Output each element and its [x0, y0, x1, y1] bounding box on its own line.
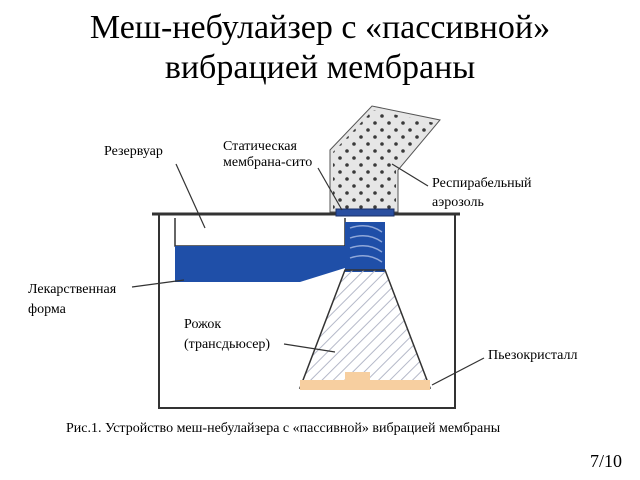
horn-transducer	[298, 269, 432, 389]
label-aerosol-line2: аэрозоль	[432, 195, 484, 210]
leader-lines	[131, 163, 485, 386]
leader-membrane	[317, 167, 343, 211]
leader-drug	[131, 279, 185, 288]
leader-aerosol	[391, 163, 429, 187]
slide-title: Меш-небулайзер с «пассивной» вибрацией м…	[0, 8, 640, 88]
label-drug-line1: Лекарственная	[28, 282, 117, 297]
mesh-membrane	[335, 208, 395, 217]
drug-solution	[175, 222, 385, 282]
aerosol-particles	[333, 110, 435, 210]
leader-reservoir	[175, 163, 206, 229]
label-horn-line2: (трансдьюсер)	[184, 337, 270, 352]
title-line-1: Меш-небулайзер с «пассивной»	[89, 9, 551, 46]
leader-piezo	[431, 357, 485, 386]
figure-caption: Рис.1. Устройство меш-небулайзера с «пас…	[66, 421, 501, 436]
piezo-base	[300, 380, 430, 390]
reservoir-outline	[174, 218, 346, 247]
channel-flow-lines	[349, 225, 383, 263]
label-membrane-line1: Статическая	[223, 139, 298, 154]
label-drug-line2: форма	[28, 302, 67, 317]
label-membrane-line2: мембрана-сито	[223, 155, 312, 170]
leader-horn	[283, 343, 336, 353]
label-reservoir: Резервуар	[104, 144, 163, 159]
label-horn-line1: Рожок	[184, 317, 221, 332]
label-piezo: Пьезокристалл	[488, 348, 577, 363]
label-aerosol-line1: Респирабельный	[432, 176, 532, 191]
page-number: 7/10	[589, 451, 622, 471]
title-line-2: вибрацией мембраны	[164, 49, 476, 86]
